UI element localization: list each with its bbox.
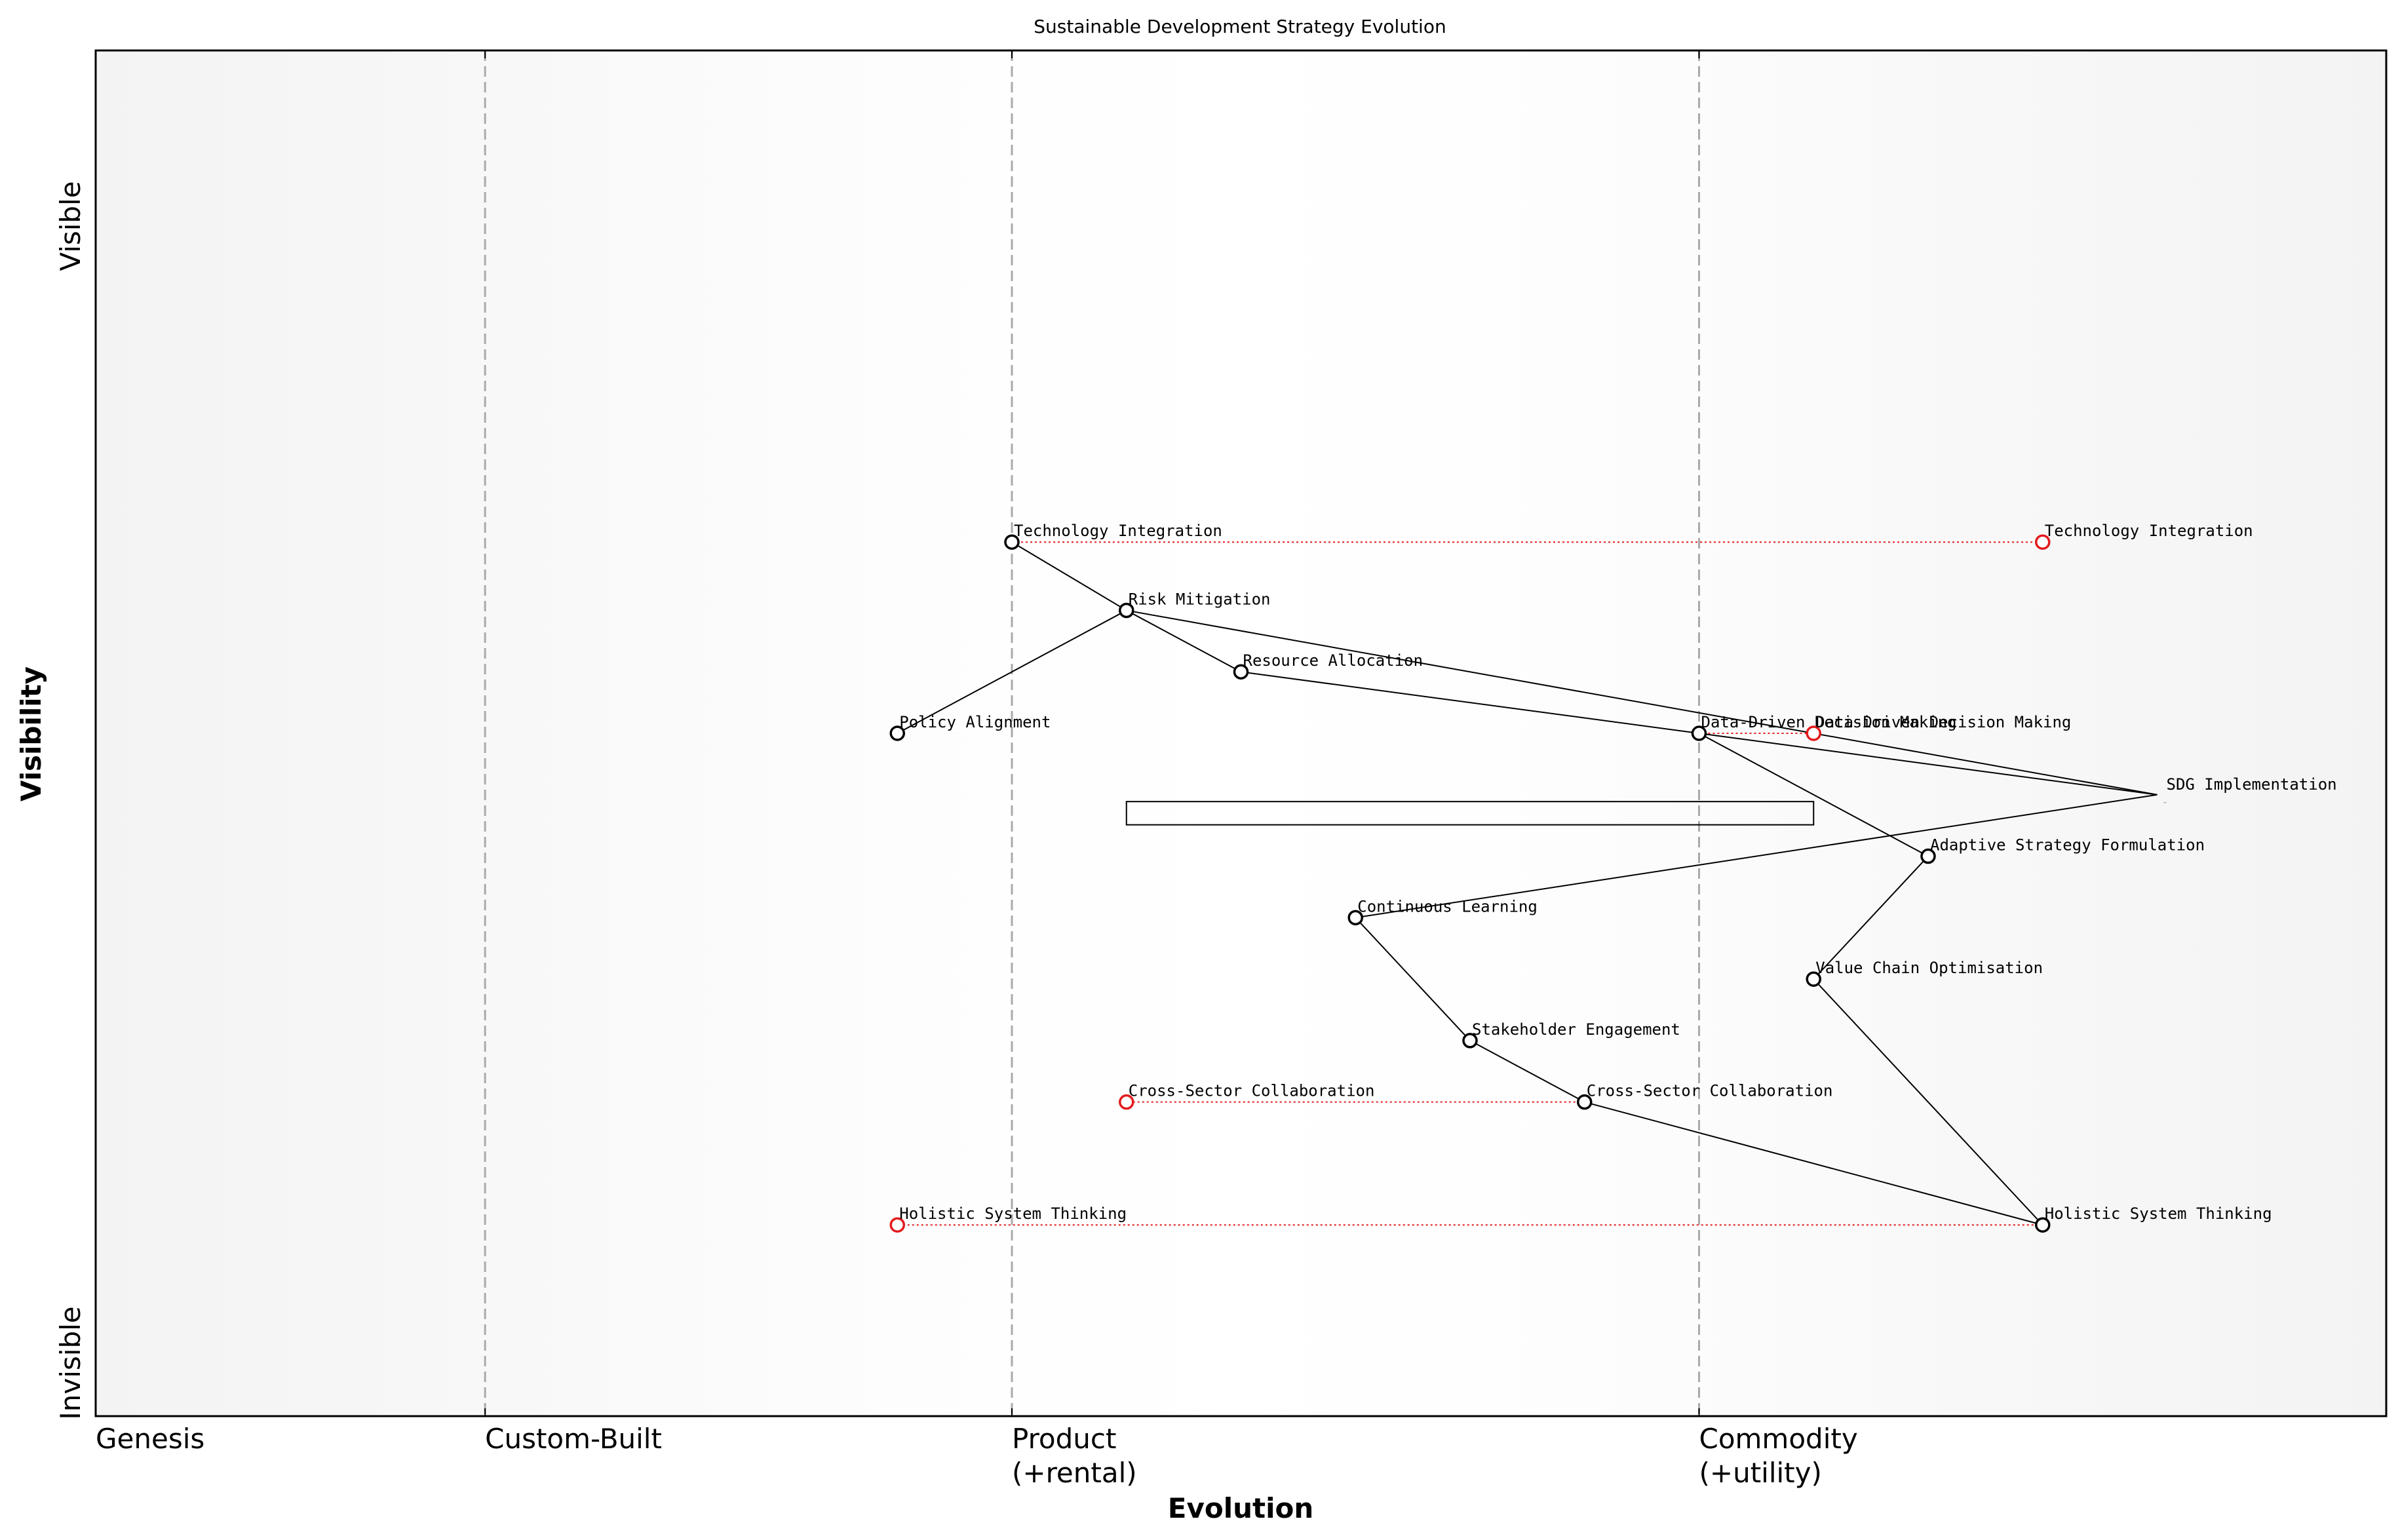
link-adaptive-value bbox=[1813, 855, 1929, 980]
stage-labels: Genesis Custom-Built Product(+rental) Commo… bbox=[96, 1423, 1858, 1489]
component-marker-data bbox=[1691, 725, 1707, 741]
component-label-risk: Risk Mitigation bbox=[1129, 590, 1271, 608]
link-risk-policy bbox=[897, 609, 1127, 734]
evolved-label-cross-sector-collaboration: Cross-Sector Collaboration bbox=[1129, 1082, 1375, 1100]
component-marker-holistic bbox=[2035, 1217, 2051, 1233]
component-label-sdg: SDG Implementation bbox=[2167, 775, 2337, 794]
y-axis-bottom-label: Invisible bbox=[54, 1306, 87, 1419]
evolved-marker-cross-sector-collaboration bbox=[1119, 1094, 1134, 1110]
y-axis-title: Visibility bbox=[15, 666, 47, 801]
component-marker-cross bbox=[1577, 1094, 1593, 1110]
chart-title: Sustainable Development Strategy Evoluti… bbox=[1034, 16, 1446, 37]
component-marker-value bbox=[1806, 971, 1821, 987]
evolved-label-data-driven-decision-making: Data-Driven Decision Making bbox=[1815, 713, 2071, 731]
evolved-label-technology-integration: Technology Integration bbox=[2045, 522, 2253, 540]
component-links bbox=[897, 541, 2158, 1226]
component-marker-tech bbox=[1004, 534, 1020, 550]
link-tech-risk bbox=[1011, 541, 1127, 611]
component-marker-adaptive bbox=[1920, 848, 1936, 864]
component-label-data: Data-Driven Decision Making bbox=[1701, 713, 1957, 731]
link-data-sdg bbox=[1699, 733, 2158, 796]
component-marker-stakeholder bbox=[1462, 1033, 1478, 1049]
stage-label-product: Product(+rental) bbox=[1012, 1423, 1137, 1489]
component-label-tech: Technology Integration bbox=[1014, 522, 1222, 540]
plot-area bbox=[96, 50, 2386, 1416]
component-label-policy: Policy Alignment bbox=[899, 713, 1051, 731]
component-label-stakeholder: Stakeholder Engagement bbox=[1472, 1020, 1680, 1039]
link-risk-resource bbox=[1126, 609, 1241, 673]
annotation-rectangles bbox=[1125, 801, 1815, 826]
component-marker-learning bbox=[1347, 910, 1363, 926]
evolved-marker-data-driven-decision-making bbox=[1806, 725, 1821, 741]
link-learning-stakeholder bbox=[1355, 917, 1471, 1041]
evolution-lines bbox=[897, 541, 2043, 1226]
x-axis-title: Evolution bbox=[1168, 1492, 1313, 1524]
stage-label-custom-built: Custom-Built bbox=[485, 1423, 662, 1455]
component-label-adaptive: Adaptive Strategy Formulation bbox=[1930, 836, 2205, 855]
component-label-value: Value Chain Optimisation bbox=[1815, 959, 2043, 977]
link-sdg-learning bbox=[1355, 794, 2158, 919]
component-label-resource: Resource Allocation bbox=[1243, 651, 1423, 670]
link-cross-holistic bbox=[1584, 1101, 2043, 1226]
link-resource-data bbox=[1241, 671, 1699, 734]
component-marker-resource bbox=[1233, 664, 1249, 680]
link-risk-sdg bbox=[1126, 609, 2158, 796]
plot-frame bbox=[94, 49, 2388, 1417]
link-value-holistic bbox=[1813, 978, 2043, 1225]
stage-label-commodity: Commodity(+utility) bbox=[1699, 1423, 1858, 1489]
evolved-label-holistic-system-thinking: Holistic System Thinking bbox=[899, 1204, 1127, 1223]
component-label-holistic: Holistic System Thinking bbox=[2045, 1204, 2272, 1223]
component-marker-policy bbox=[889, 725, 905, 741]
component-label-cross: Cross-Sector Collaboration bbox=[1587, 1082, 1833, 1100]
component-marker-risk bbox=[1119, 602, 1134, 619]
component-label-learning: Continuous Learning bbox=[1357, 897, 1538, 915]
y-axis-top-label: Visible bbox=[54, 181, 87, 271]
annotation-rectangle bbox=[1125, 801, 1815, 826]
link-stakeholder-cross bbox=[1469, 1040, 1585, 1103]
stage-label-genesis: Genesis bbox=[96, 1423, 204, 1455]
evolved-marker-technology-integration bbox=[2035, 534, 2051, 550]
evolved-marker-holistic-system-thinking bbox=[889, 1217, 905, 1233]
